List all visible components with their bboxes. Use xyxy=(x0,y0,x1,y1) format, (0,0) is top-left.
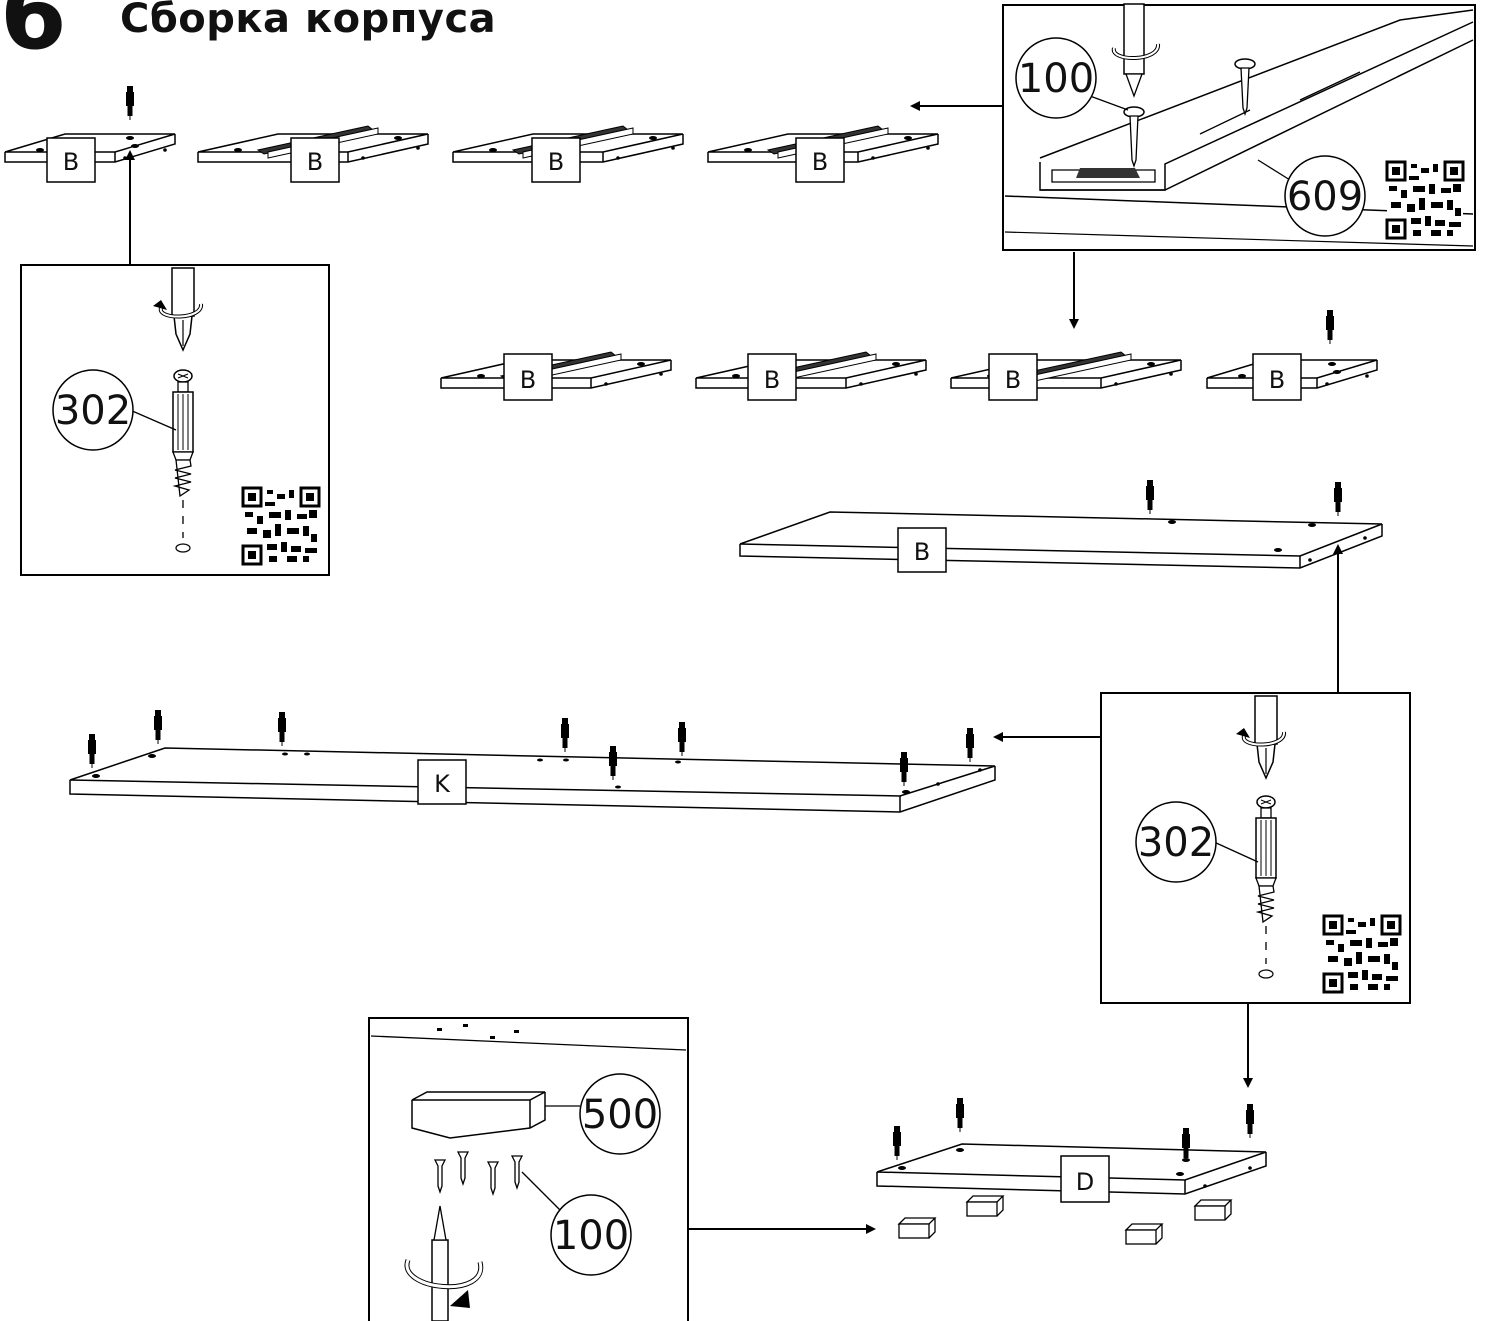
callout-500: 500 xyxy=(582,1092,658,1138)
detail-rail: 100 609 xyxy=(1002,3,1476,251)
part-label-b: B xyxy=(63,148,79,176)
panel-b-top-4: B xyxy=(707,125,939,183)
panel-b-large: B xyxy=(739,479,1383,573)
panel-b-mid-3: B xyxy=(950,351,1182,401)
part-label-k: K xyxy=(434,770,451,798)
panel-b-top-1: B xyxy=(4,85,176,183)
panel-b-mid-4: B xyxy=(1206,309,1378,401)
part-label-b: B xyxy=(1269,366,1285,394)
panel-b-top-2: B xyxy=(197,125,429,183)
qr-code-icon xyxy=(1385,160,1465,240)
panel-b-top-3: B xyxy=(452,125,684,183)
part-label-d: D xyxy=(1076,1168,1094,1196)
panel-k: K xyxy=(69,709,996,813)
part-label-b: B xyxy=(548,148,564,176)
part-label-b: B xyxy=(812,148,828,176)
detail-dowel-right: 302 xyxy=(1100,692,1411,1004)
panel-d: D xyxy=(876,1097,1267,1245)
part-label-b: B xyxy=(520,366,536,394)
panel-b-mid-1: B xyxy=(440,351,672,401)
detail-dowel-left: 302 xyxy=(20,264,330,576)
qr-code-icon xyxy=(241,486,321,566)
detail-feet: 500 100 xyxy=(368,1017,689,1321)
rotate-arrow-icon xyxy=(450,1290,470,1308)
callout-609: 609 xyxy=(1287,174,1363,220)
callout-100-top: 100 xyxy=(1018,56,1094,102)
callout-100-bottom: 100 xyxy=(553,1213,629,1259)
part-label-b: B xyxy=(307,148,323,176)
part-label-b: B xyxy=(764,366,780,394)
callout-302: 302 xyxy=(55,388,131,434)
panel-b-mid-2: B xyxy=(695,351,927,401)
part-label-b: B xyxy=(1005,366,1021,394)
page-title: Сборка корпуса xyxy=(120,0,497,42)
part-label-b: B xyxy=(914,538,930,566)
qr-code-icon xyxy=(1322,914,1402,994)
step-number-badge: 6 xyxy=(0,0,67,52)
callout-302: 302 xyxy=(1138,820,1214,866)
step-number: 6 xyxy=(0,0,67,52)
